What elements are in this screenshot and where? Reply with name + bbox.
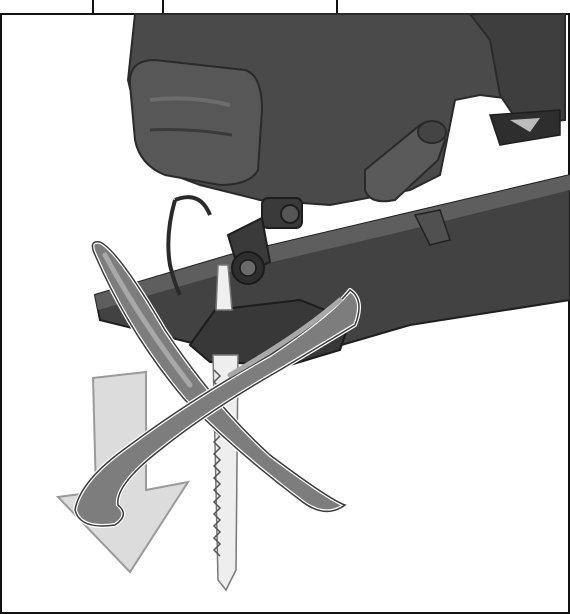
top-strip xyxy=(0,0,570,14)
jigsaw-icon xyxy=(93,13,570,367)
prohibited-x-icon xyxy=(73,239,361,528)
